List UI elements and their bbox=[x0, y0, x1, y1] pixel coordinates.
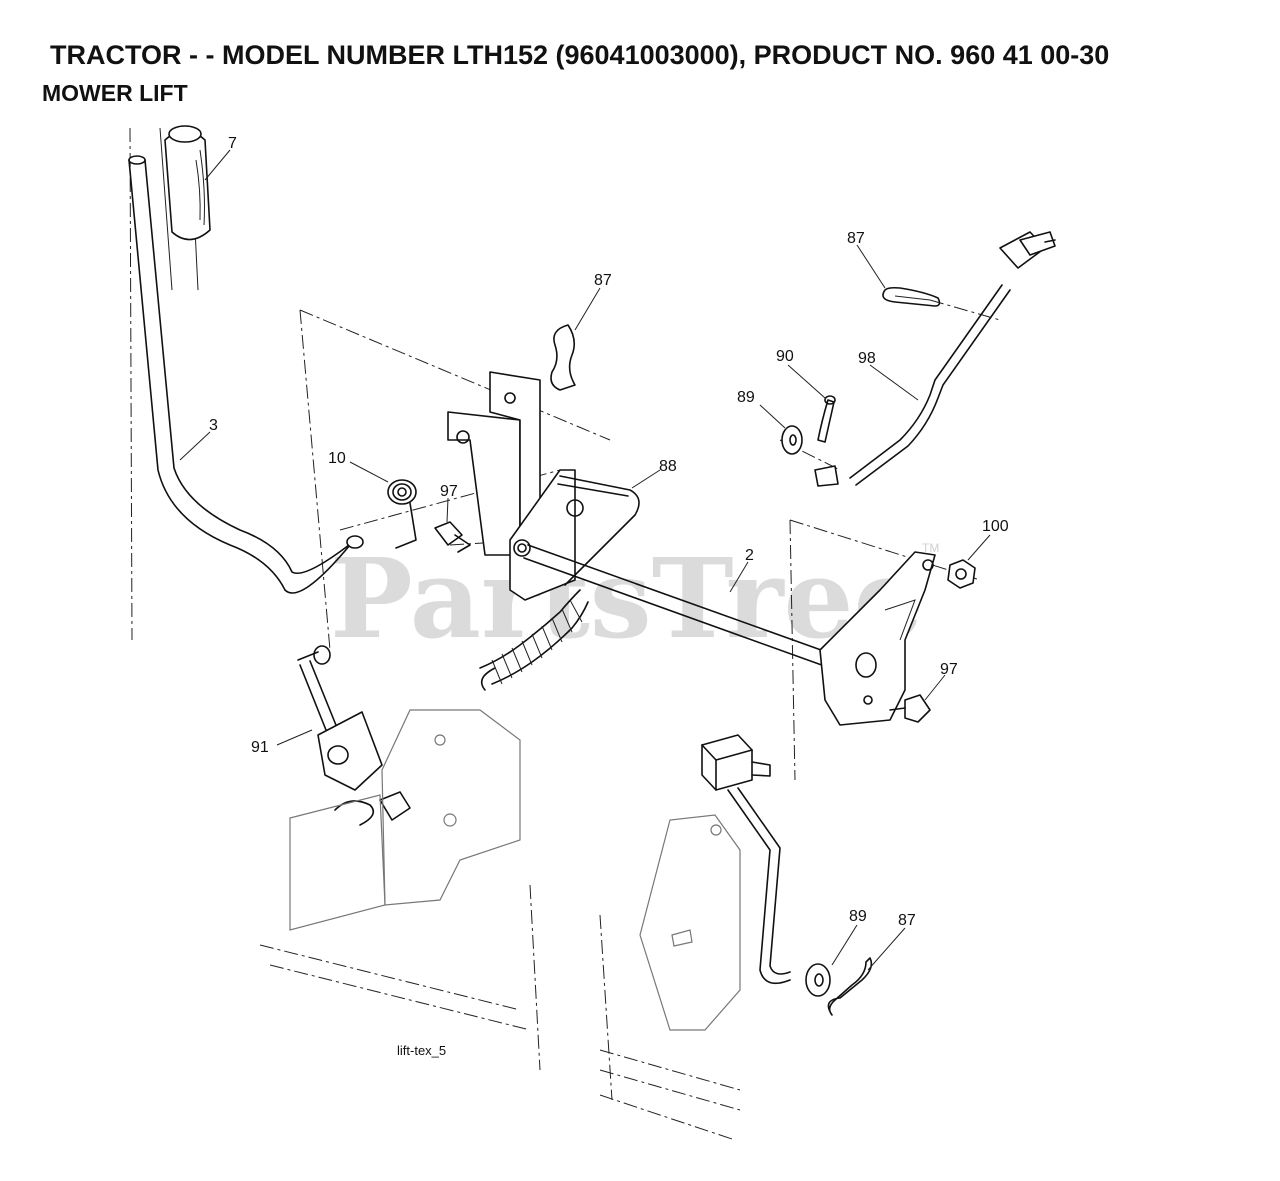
callouts: 7 3 87 10 97 88 2 87 90 98 89 100 97 91 … bbox=[209, 135, 1009, 929]
callout-label: 3 bbox=[209, 417, 218, 434]
page-title: TRACTOR - - MODEL NUMBER LTH152 (9604100… bbox=[50, 40, 1110, 70]
part-left-deck-bracket bbox=[289, 709, 521, 931]
part-right-deck-bracket bbox=[639, 814, 741, 1031]
section-title: MOWER LIFT bbox=[42, 80, 188, 106]
part-bolt-left bbox=[434, 521, 471, 553]
part-lift-bracket bbox=[447, 371, 584, 601]
callout-label: 89 bbox=[849, 908, 867, 925]
part-torsion-spring bbox=[387, 479, 417, 549]
callout-label: 87 bbox=[847, 230, 865, 247]
part-washer-top bbox=[781, 425, 803, 455]
callout-label: 2 bbox=[745, 547, 754, 564]
diagram-reference-label: lift-tex_5 bbox=[397, 1043, 446, 1058]
part-left-link-rod bbox=[297, 645, 411, 826]
part-hairpin-clip-right bbox=[882, 286, 941, 307]
part-cotter-pin bbox=[817, 395, 836, 443]
part-right-drop-link bbox=[701, 734, 791, 985]
callout-label: 88 bbox=[659, 458, 677, 475]
part-handle-grip bbox=[159, 125, 211, 291]
watermark-text: PartsTree bbox=[330, 534, 924, 663]
part-extension-spring bbox=[479, 589, 589, 691]
callout-label: 7 bbox=[228, 135, 237, 152]
callout-label: 89 bbox=[737, 389, 755, 406]
callout-label: 100 bbox=[982, 518, 1009, 535]
part-right-lift-plate bbox=[819, 551, 936, 726]
assembly-lines bbox=[129, 127, 1001, 1141]
callout-label: 87 bbox=[594, 272, 612, 289]
part-hairpin-clip-bottom bbox=[827, 957, 873, 1016]
part-lift-rod bbox=[814, 231, 1056, 487]
callout-label: 91 bbox=[251, 739, 269, 756]
part-bolt-right bbox=[889, 694, 931, 723]
part-nut bbox=[947, 559, 976, 589]
part-clip-rod bbox=[557, 475, 640, 586]
callout-label: 10 bbox=[328, 450, 346, 467]
callout-label: 97 bbox=[440, 483, 458, 500]
callout-label: 90 bbox=[776, 348, 794, 365]
callout-label: 87 bbox=[898, 912, 916, 929]
part-washer-bottom bbox=[805, 963, 831, 997]
watermark-trademark: TM bbox=[922, 541, 939, 555]
part-hairpin-clip-top bbox=[550, 324, 576, 391]
callout-label: 97 bbox=[940, 661, 958, 678]
callout-label: 98 bbox=[858, 350, 876, 367]
part-lift-lever bbox=[128, 155, 364, 594]
leader-lines bbox=[179, 149, 991, 971]
